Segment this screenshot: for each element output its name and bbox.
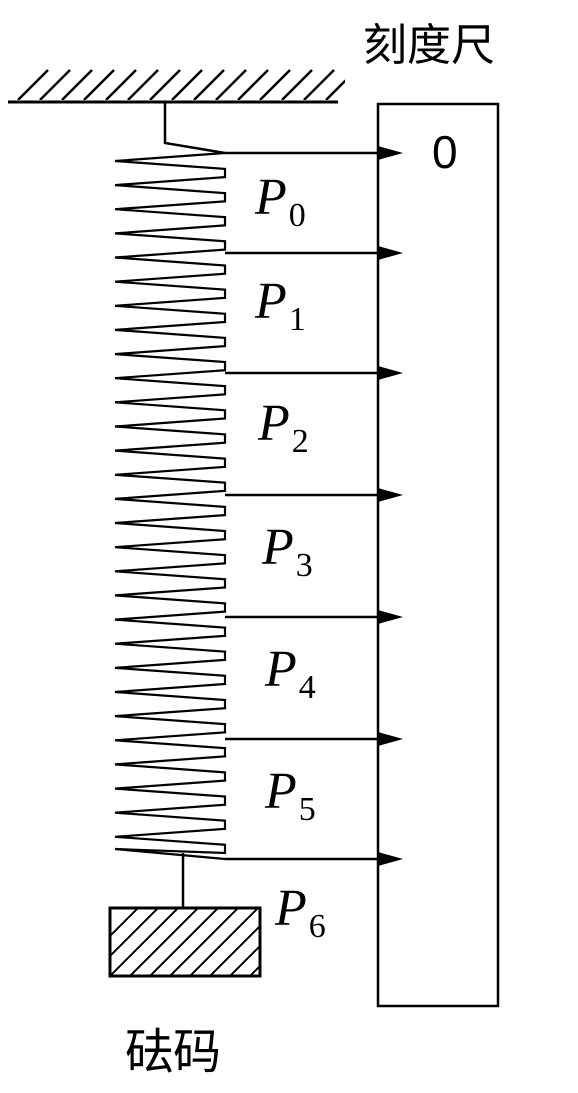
pointer-arrows (225, 146, 403, 866)
ceiling-support (8, 69, 345, 104)
pointer-arrow (225, 246, 403, 260)
spring-top-hanger (163, 102, 226, 155)
weight-label: 砝码 (125, 1024, 221, 1080)
point-label-p6: P6 (274, 880, 326, 945)
spring-coil (114, 151, 227, 861)
point-label-p5: P5 (264, 763, 316, 828)
point-label-p2: P2 (257, 395, 309, 460)
point-label-p0: P0 (254, 169, 306, 234)
pointer-arrow (225, 610, 403, 624)
pointer-arrow (225, 366, 403, 380)
point-label-p1: P1 (254, 273, 306, 338)
pointer-arrow (225, 146, 403, 160)
scale-ruler (376, 102, 500, 1008)
ruler-label: 刻度尺 (363, 20, 495, 71)
point-label-p4: P4 (264, 641, 316, 706)
point-label-p3: P3 (261, 519, 313, 584)
weight-block (108, 906, 262, 978)
pointer-arrow (225, 488, 403, 502)
pointer-arrow (225, 852, 403, 866)
pointer-arrow (225, 732, 403, 746)
ruler-zero-mark: 0 (432, 126, 458, 178)
